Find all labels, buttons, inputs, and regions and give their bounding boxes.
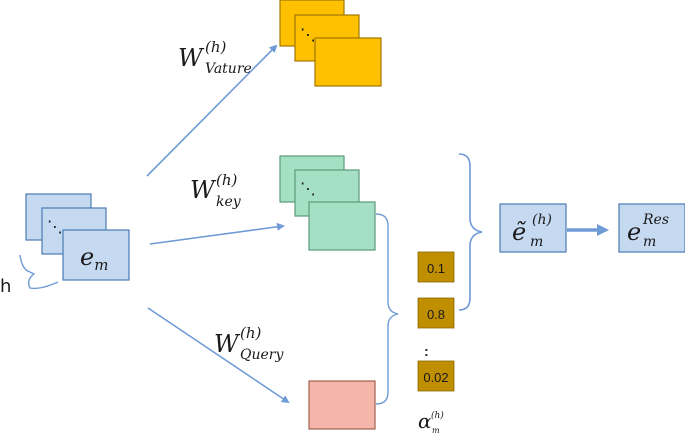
eres-sub: m bbox=[643, 234, 656, 250]
embedding-dots: ⋱ bbox=[47, 217, 63, 236]
arrow-to-key bbox=[149, 222, 285, 245]
w-query-sup: (h) bbox=[240, 324, 262, 342]
embedding-stack: ⋱ em bbox=[25, 193, 130, 281]
arrow-to-query bbox=[147, 307, 290, 404]
w-value-sup: (h) bbox=[205, 38, 227, 56]
score-box-1 bbox=[417, 251, 455, 283]
h-bracket bbox=[19, 254, 59, 290]
h-label: h bbox=[0, 276, 11, 297]
score-box-2 bbox=[417, 297, 455, 329]
score-vdots: : bbox=[424, 343, 429, 359]
eres-label: e bbox=[627, 218, 641, 246]
etilde-box bbox=[499, 203, 567, 253]
key-dots: ⋱ bbox=[300, 179, 316, 198]
query-box bbox=[308, 380, 376, 430]
score-value-2: 0.8 bbox=[427, 307, 445, 322]
key-box-front bbox=[308, 201, 376, 251]
etilde-sub: m bbox=[530, 234, 543, 250]
score-brace bbox=[375, 213, 399, 405]
alpha-sub: m bbox=[432, 426, 440, 435]
etilde-sup: (h) bbox=[532, 212, 552, 228]
score-box-3 bbox=[417, 360, 455, 392]
value-dots: ⋱ bbox=[300, 25, 316, 44]
score-value-3: 0.02 bbox=[423, 370, 448, 385]
w-query-sub: Query bbox=[240, 347, 284, 363]
w-value-sub: Vature bbox=[205, 61, 252, 77]
alpha-label: α bbox=[418, 409, 432, 433]
value-box-front bbox=[314, 37, 382, 87]
w-key-sup: (h) bbox=[216, 171, 238, 189]
embedding-label: em bbox=[80, 243, 108, 274]
etilde-label: ẽ bbox=[512, 218, 526, 246]
score-value-1: 0.1 bbox=[427, 261, 445, 276]
arrow-to-value bbox=[146, 44, 278, 177]
w-value-label: W bbox=[178, 44, 205, 72]
alpha-sup: (h) bbox=[431, 410, 444, 421]
w-key-label: W bbox=[190, 176, 217, 204]
eres-sup: Res bbox=[642, 212, 669, 228]
key-stack: ⋱ bbox=[279, 155, 376, 251]
merge-brace bbox=[458, 153, 483, 311]
value-stack: ⋱ bbox=[279, 0, 382, 87]
score-column: 0.1 0.8 : 0.02 bbox=[417, 251, 455, 392]
w-query-label: W bbox=[214, 330, 241, 358]
eres-box bbox=[618, 203, 685, 253]
embedding-box-front bbox=[62, 229, 130, 281]
w-key-sub: key bbox=[216, 194, 242, 210]
